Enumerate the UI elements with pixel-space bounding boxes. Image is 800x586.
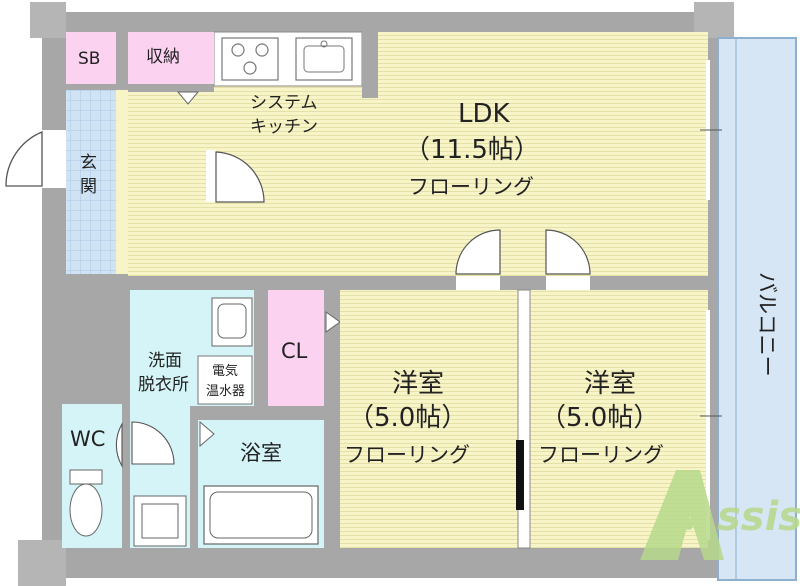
label-entrance-1: 玄	[80, 153, 97, 173]
label-water-heater-2: 温水器	[206, 384, 245, 399]
label-storage: 収納	[146, 47, 180, 67]
label-ldk-floor: フローリング	[408, 175, 534, 199]
label-ldk-size: （11.5帖）	[404, 135, 540, 165]
label-western2-name: 洋室	[584, 369, 636, 399]
ldk-door	[215, 151, 265, 203]
label-western1-floor: フローリング	[344, 443, 470, 467]
label-sb: SB	[78, 49, 100, 69]
western-room-1-door	[455, 229, 501, 275]
stove	[221, 37, 279, 81]
label-western2-size: （5.0帖）	[540, 403, 659, 433]
wc-door	[115, 421, 123, 469]
label-washroom-1: 洗面	[148, 351, 182, 371]
washroom-door	[131, 421, 175, 465]
sink	[295, 37, 353, 81]
label-kitchen-line2: キッチン	[250, 117, 318, 137]
label-washroom-2: 脱衣所	[138, 375, 189, 395]
closet	[268, 290, 324, 406]
entrance-step	[116, 90, 128, 274]
label-wc: WC	[70, 427, 105, 451]
label-kitchen-line1: システム	[250, 93, 318, 113]
label-entrance-2: 関	[80, 177, 97, 197]
watermark-logo: Assist	[640, 470, 800, 560]
bathtub	[203, 485, 319, 545]
toilet-bowl	[69, 483, 103, 537]
kitchen-floor	[128, 92, 214, 276]
toilet-tank	[69, 469, 103, 485]
label-western2-floor: フローリング	[538, 443, 664, 467]
entrance	[66, 90, 116, 274]
kitchen-pillar	[362, 32, 378, 98]
label-western1-size: （5.0帖）	[348, 403, 467, 433]
balcony	[717, 37, 797, 581]
watermark-text: Assist	[683, 494, 800, 540]
shoe-box	[66, 32, 116, 84]
water-heater	[197, 355, 253, 405]
corner-pillar	[30, 2, 66, 38]
label-balcony: バルコニー	[755, 272, 779, 377]
entrance-door	[5, 131, 43, 187]
western-room-2-door	[545, 229, 591, 275]
storage-room	[128, 32, 214, 84]
label-water-heater-1: 電気	[212, 363, 238, 379]
label-ldk-name: LDK	[458, 99, 511, 129]
corner-pillar	[18, 540, 66, 586]
label-closet: CL	[281, 339, 308, 363]
label-bath: 浴室	[240, 441, 282, 465]
western-room-1	[340, 290, 518, 548]
label-western1-name: 洋室	[392, 369, 444, 399]
